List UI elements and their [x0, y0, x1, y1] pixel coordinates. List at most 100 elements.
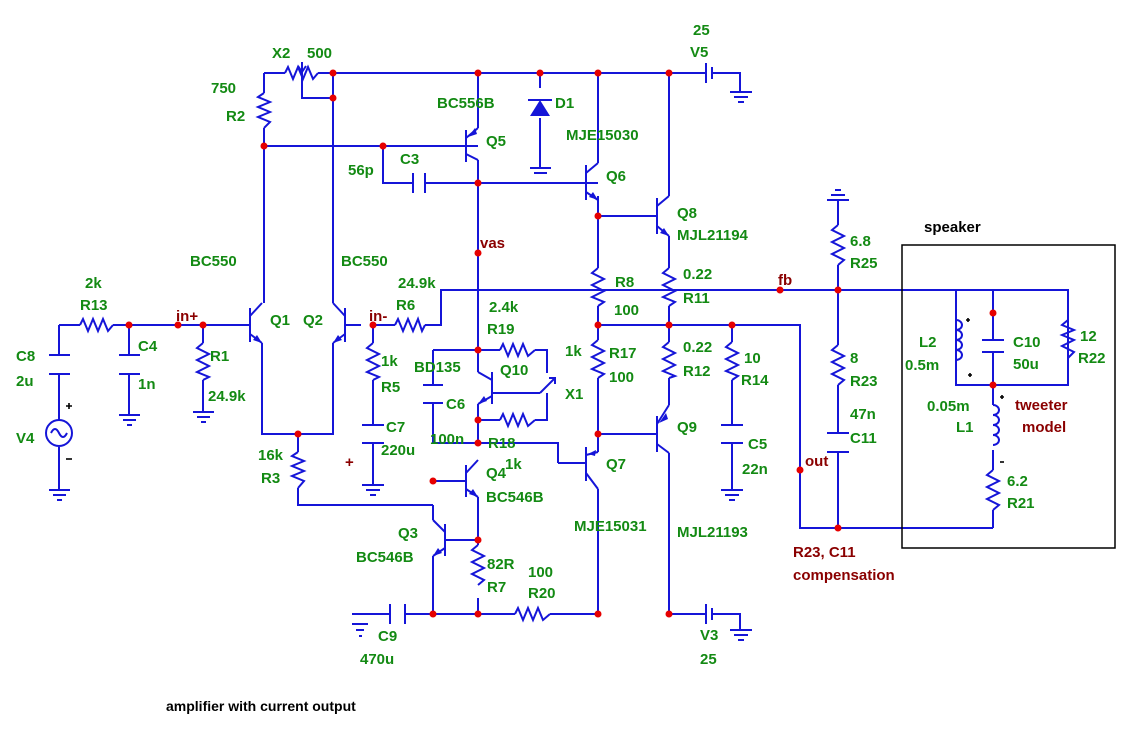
- ground-symbols: [49, 91, 849, 641]
- transistor-q3-icon: [432, 519, 478, 557]
- speaker-label: speaker: [924, 219, 981, 236]
- v5-ref: V5: [690, 44, 708, 61]
- r11-value: 0.22: [683, 266, 712, 283]
- ground-icon: [49, 489, 70, 501]
- r18-value: 1k: [505, 456, 522, 473]
- c8-ref: C8: [16, 348, 35, 365]
- l1-ref: L1: [956, 419, 974, 436]
- x2-value: 500: [307, 45, 332, 62]
- q10-part: BD135: [414, 359, 461, 376]
- c4-ref: C4: [138, 338, 158, 355]
- transistor-q2-icon: [332, 302, 361, 344]
- resistor-symbols: [79, 62, 1077, 623]
- inductor-icon: [955, 319, 963, 361]
- v4-ref: V4: [16, 430, 35, 447]
- net-fb: fb: [778, 272, 792, 289]
- inductor-icon: [992, 404, 1000, 446]
- capacitor-icon: [721, 424, 743, 444]
- r25-value: 6.8: [850, 233, 871, 250]
- q5-part: BC556B: [437, 95, 495, 112]
- resistor-icon: [284, 64, 319, 82]
- r7-ref: R7: [487, 579, 506, 596]
- x1-ref: X1: [565, 386, 583, 403]
- q2-ref: Q2: [303, 312, 323, 329]
- c6-ref: C6: [446, 396, 465, 413]
- junction-nodes: [125, 69, 997, 618]
- compensation-note-1: R23, C11: [793, 544, 856, 561]
- q9-ref: Q9: [677, 419, 697, 436]
- r17-value: 100: [609, 369, 634, 386]
- c6-value: 100n: [430, 431, 464, 448]
- c10-value: 50u: [1013, 356, 1039, 373]
- q2-part: BC550: [341, 253, 388, 270]
- net-in-minus: in-: [369, 308, 387, 325]
- transistor-q7-icon: [558, 447, 599, 490]
- c9-value: 470u: [360, 651, 394, 668]
- battery-icon: [705, 604, 713, 624]
- r6-value: 24.9k: [398, 275, 436, 292]
- r25-ref: R25: [850, 255, 878, 272]
- net-vas: vas: [480, 235, 505, 252]
- inductor-symbols: [955, 318, 1004, 463]
- transistor-q1-icon: [230, 302, 263, 344]
- r13-value: 2k: [85, 275, 102, 292]
- q1-part: BC550: [190, 253, 237, 270]
- net-in-plus: in+: [176, 308, 198, 325]
- l2-ref: L2: [919, 334, 937, 351]
- v5-value: 25: [693, 22, 710, 39]
- r22-value: 12: [1080, 328, 1097, 345]
- resistor-icon: [829, 344, 847, 386]
- transistor-q9-icon: [620, 404, 670, 454]
- c7-value: 220u: [381, 442, 415, 459]
- ground-icon: [193, 411, 214, 423]
- r18-ref: R18: [488, 435, 516, 452]
- wires: [58, 62, 1069, 630]
- speaker-box: [901, 244, 1116, 549]
- r14-value: 10: [744, 350, 761, 367]
- r11-ref: R11: [683, 290, 710, 307]
- ground-icon: [352, 613, 368, 637]
- labels: 25 V5 V3 25 V4 D1 X1 X2 500 BC550 Q1 BC5…: [16, 22, 1106, 714]
- resistor-icon: [723, 341, 741, 381]
- r12-value: 0.22: [683, 339, 712, 356]
- wiper-arrow-icon: [539, 377, 556, 394]
- v3-value: 25: [700, 651, 717, 668]
- net-out: out: [805, 453, 828, 470]
- r14-ref: R14: [741, 372, 769, 389]
- ac-source-v4: [45, 403, 73, 460]
- c3-value: 56p: [348, 162, 374, 179]
- transistor-q10-icon: [477, 371, 540, 405]
- r19-ref: R19: [487, 321, 515, 338]
- r21-value: 6.2: [1007, 473, 1028, 490]
- c10-ref: C10: [1013, 334, 1041, 351]
- capacitor-icon: [423, 384, 443, 404]
- r23-ref: R23: [850, 373, 878, 390]
- capacitor-icon: [982, 339, 1004, 353]
- q7-ref: Q7: [606, 456, 626, 473]
- r8-value: 100: [614, 302, 639, 319]
- resistor-icon: [660, 341, 678, 379]
- q3-part: BC546B: [356, 549, 414, 566]
- r20-ref: R20: [528, 585, 556, 602]
- r13-ref: R13: [80, 297, 108, 314]
- capacitor-icon: [362, 424, 384, 444]
- resistor-icon: [514, 605, 551, 623]
- c3-ref: C3: [400, 151, 419, 168]
- r17-ref: R17: [609, 345, 637, 362]
- transistor-symbols: [230, 127, 670, 557]
- resistor-icon: [289, 451, 307, 489]
- r17-extra: 1k: [565, 343, 582, 360]
- ground-icon: [721, 489, 743, 501]
- battery-icon: [705, 63, 713, 83]
- ground-icon: [362, 484, 384, 496]
- r19-value: 2.4k: [489, 299, 519, 316]
- ground-icon: [730, 91, 752, 103]
- compensation-note-2: compensation: [793, 567, 895, 584]
- resistor-icon: [194, 342, 212, 381]
- ground-icon: [530, 167, 551, 174]
- r2-ref: R2: [226, 108, 245, 125]
- c5-ref: C5: [748, 436, 767, 453]
- r2-value: 750: [211, 80, 236, 97]
- resistor-icon: [394, 316, 426, 334]
